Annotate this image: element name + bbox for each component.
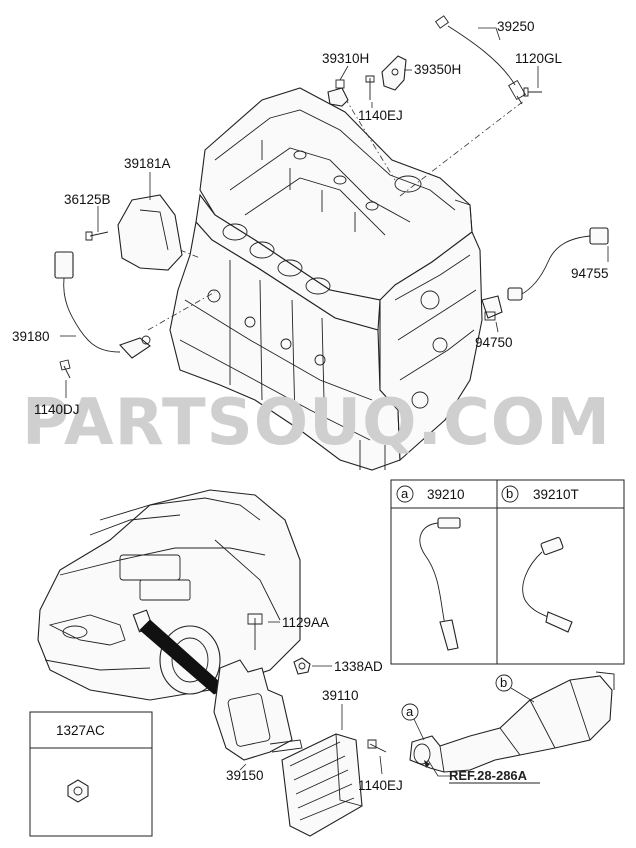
bolt-36125b[interactable]	[85, 231, 109, 241]
inset-callout-b: b	[506, 486, 513, 501]
crank-sensor-39180[interactable]	[54, 251, 151, 359]
ecu-39110[interactable]	[281, 733, 363, 837]
label-1140ej-bottom: 1140EJ	[358, 778, 403, 793]
inset-label-39210: 39210	[427, 487, 465, 502]
oxygen-sensor-39210t[interactable]	[522, 536, 573, 633]
label-39150: 39150	[226, 768, 264, 783]
leader-39150	[239, 763, 247, 771]
catalytic-converter[interactable]	[409, 671, 615, 773]
leader-39310h	[339, 65, 349, 81]
nut-1338ad[interactable]	[293, 657, 311, 675]
bolt-1140ej-top[interactable]	[365, 75, 375, 100]
label-39310h: 39310H	[322, 51, 369, 66]
catalyst-callout-b-circle	[495, 674, 513, 692]
label-39350h: 39350H	[414, 62, 461, 77]
cover-39181a[interactable]	[117, 194, 183, 271]
centerline-crank-sensor	[147, 291, 216, 331]
camshaft-sensor-39310h[interactable]	[327, 79, 349, 107]
bolt-1140ej-bottom[interactable]	[367, 739, 387, 753]
leader-94750	[495, 321, 499, 333]
centerline-camshaft-sensor	[344, 97, 526, 197]
leader-catalyst-b	[510, 687, 535, 703]
ecu-bracket-39150[interactable]	[213, 659, 303, 761]
leader-catalyst-a	[413, 718, 425, 741]
label-39250: 39250	[497, 19, 535, 34]
location-pointer	[139, 619, 227, 695]
leader-39250	[478, 27, 501, 41]
label-1140dj: 1140DJ	[34, 402, 80, 417]
sensor-94755[interactable]	[507, 227, 609, 301]
label-39181a: 39181A	[124, 156, 171, 171]
bracket-39350h[interactable]	[381, 55, 407, 91]
label-1120gl: 1120GL	[515, 51, 563, 66]
label-1129aa: 1129AA	[282, 615, 329, 630]
label-36125b: 36125B	[64, 192, 111, 207]
inset-callout-a: a	[401, 486, 409, 501]
bolt-1129aa[interactable]	[247, 613, 263, 650]
label-39110: 39110	[322, 688, 359, 703]
clip-nut-1327ac[interactable]	[67, 779, 89, 803]
inset-oxygen-sensors: a 39210 b 39210T	[390, 479, 625, 665]
label-1338ad: 1338AD	[334, 659, 383, 674]
engine-block	[169, 87, 483, 471]
ref-arrowhead	[424, 760, 430, 768]
callout-a-circle	[396, 485, 414, 503]
oxygen-sensor-39250[interactable]	[434, 15, 526, 105]
label-94755: 94755	[571, 266, 609, 281]
inset-label-39210t: 39210T	[533, 487, 579, 502]
label-94750: 94750	[475, 335, 513, 350]
label-39180: 39180	[12, 329, 50, 344]
leader-ref	[427, 759, 450, 777]
bolt-1120gl[interactable]	[523, 87, 542, 97]
oxygen-sensor-39210[interactable]	[419, 517, 461, 651]
box-1327ac: 1327AC	[29, 711, 153, 837]
catalyst-callout-a-circle	[401, 703, 419, 721]
leader-1140ej-bottom	[379, 755, 383, 775]
catalyst-callout-a: a	[406, 704, 414, 719]
watermark: PARTSOUQ.COM	[22, 386, 611, 460]
bolt-1140dj[interactable]	[59, 359, 71, 379]
label-1327ac: 1327AC	[56, 723, 105, 738]
centerline-cover	[179, 249, 201, 259]
catalyst-callout-b: b	[500, 675, 507, 690]
ref-link[interactable]: REF.28-286A	[449, 768, 528, 783]
label-1140ej-top: 1140EJ	[358, 108, 403, 123]
sensor-94750[interactable]	[481, 295, 503, 321]
callout-b-circle	[501, 485, 519, 503]
